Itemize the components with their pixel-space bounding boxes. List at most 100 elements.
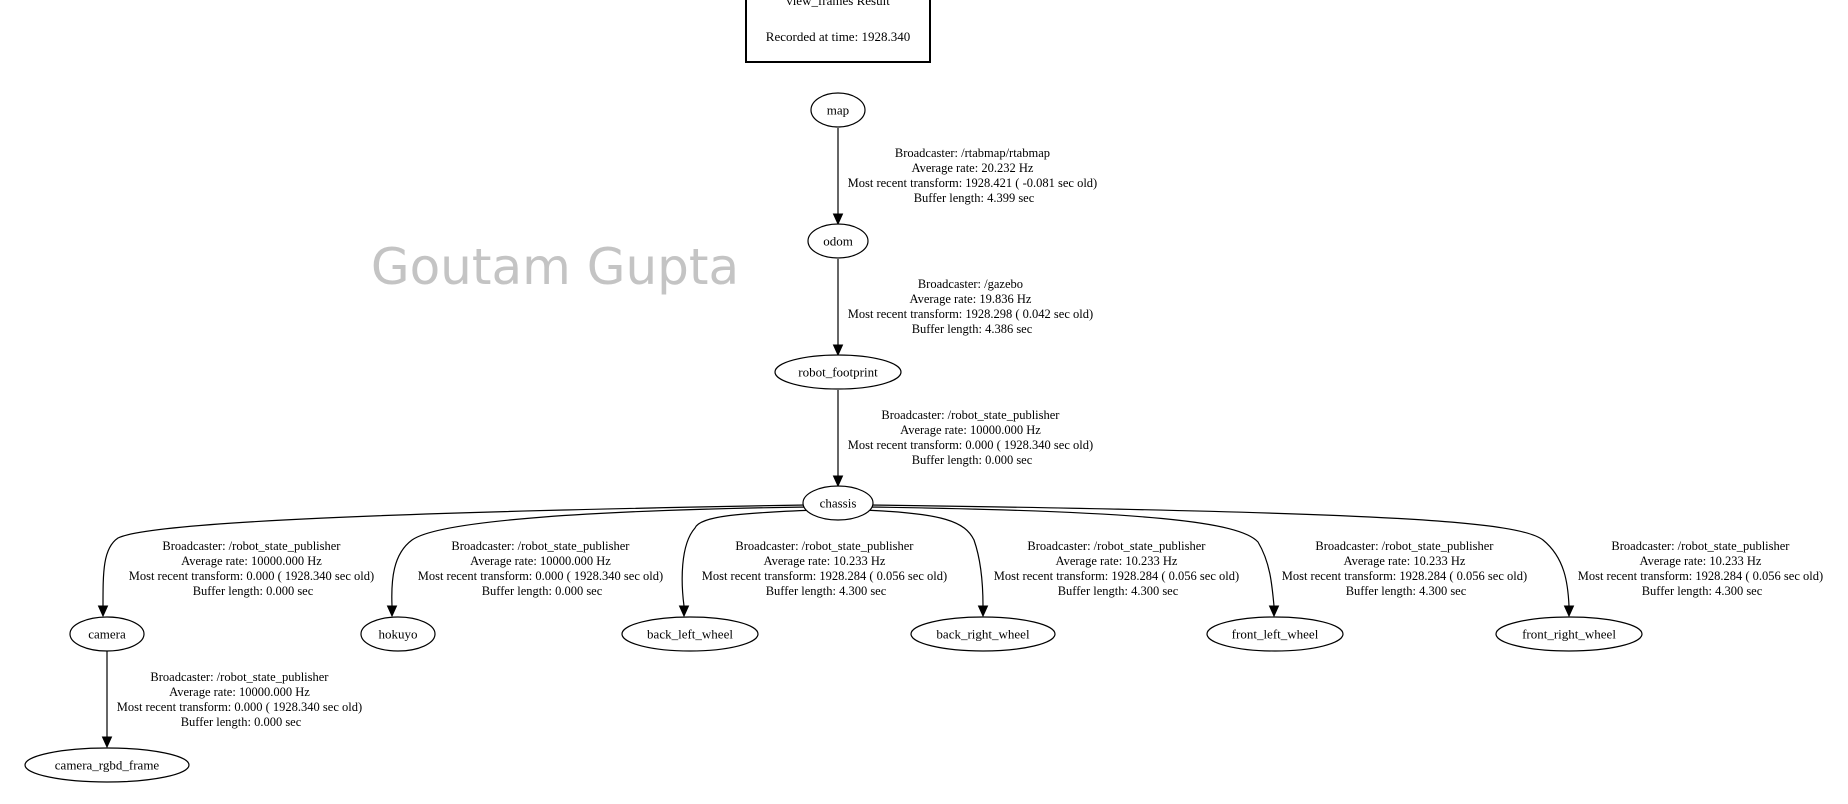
edge-label-line: Most recent transform: 1928.298 ( 0.042 … bbox=[848, 307, 1093, 321]
node-label: robot_footprint bbox=[798, 365, 878, 380]
edge-label-line: Average rate: 10.233 Hz bbox=[763, 554, 885, 568]
edge-label-line: Buffer length: 0.000 sec bbox=[193, 584, 314, 598]
node-label: camera_rgbd_frame bbox=[55, 758, 160, 773]
node-label: front_left_wheel bbox=[1232, 627, 1319, 642]
edge-label-line: Buffer length: 0.000 sec bbox=[912, 453, 1033, 467]
edge-label-line: Most recent transform: 0.000 ( 1928.340 … bbox=[848, 438, 1093, 452]
arrowhead-chassis-camera bbox=[97, 605, 109, 618]
node-odom[interactable]: odom bbox=[807, 223, 869, 259]
edge-chassis-hokuyo bbox=[391, 506, 809, 607]
edge-label-line: Average rate: 10.233 Hz bbox=[1055, 554, 1177, 568]
arrowhead-chassis-back_right_wheel bbox=[977, 605, 989, 618]
nodes-group: map odom robot_footprint chassis camera … bbox=[24, 92, 1643, 783]
edge-label-chassis-camera: Broadcaster: /robot_state_publisher Aver… bbox=[129, 539, 378, 598]
edge-label-line: Broadcaster: /robot_state_publisher bbox=[150, 670, 329, 684]
node-label: front_right_wheel bbox=[1522, 627, 1616, 642]
header-title: view_frames Result bbox=[786, 0, 890, 8]
edge-label-line: Broadcaster: /robot_state_publisher bbox=[735, 539, 914, 553]
node-robot_footprint[interactable]: robot_footprint bbox=[774, 354, 902, 390]
node-label: chassis bbox=[820, 496, 857, 511]
edge-label-line: Most recent transform: 1928.421 ( -0.081… bbox=[848, 176, 1098, 190]
edge-label-chassis-hokuyo: Broadcaster: /robot_state_publisher Aver… bbox=[418, 539, 667, 598]
edge-chassis-front_right_wheel bbox=[868, 504, 1570, 607]
edge-label-line: Buffer length: 4.386 sec bbox=[912, 322, 1033, 336]
edge-label-robot_footprint-chassis: Broadcaster: /robot_state_publisher Aver… bbox=[848, 408, 1097, 467]
edge-label-line: Most recent transform: 1928.284 ( 0.056 … bbox=[1282, 569, 1527, 583]
edge-chassis-back_right_wheel bbox=[860, 509, 984, 607]
node-label: map bbox=[827, 103, 849, 118]
node-label: camera bbox=[88, 627, 126, 642]
node-label: odom bbox=[823, 234, 853, 249]
node-ellipse bbox=[24, 747, 190, 783]
header-box-frame bbox=[745, 0, 931, 63]
edge-label-line: Average rate: 10000.000 Hz bbox=[181, 554, 322, 568]
arrowhead-odom-robot_footprint bbox=[832, 344, 844, 357]
node-chassis[interactable]: chassis bbox=[802, 485, 874, 521]
edge-label-line: Buffer length: 4.300 sec bbox=[1346, 584, 1467, 598]
edge-label-line: Buffer length: 4.300 sec bbox=[1642, 584, 1763, 598]
edge-label-line: Average rate: 10.233 Hz bbox=[1639, 554, 1761, 568]
watermark-text: Goutam Gupta bbox=[371, 238, 739, 296]
edge-label-line: Broadcaster: /robot_state_publisher bbox=[1315, 539, 1494, 553]
node-back_left_wheel[interactable]: back_left_wheel bbox=[621, 616, 759, 652]
edge-label-chassis-front_left_wheel: Broadcaster: /robot_state_publisher Aver… bbox=[1282, 539, 1531, 598]
edge-label-chassis-back_left_wheel: Broadcaster: /robot_state_publisher Aver… bbox=[702, 539, 951, 598]
arrowhead-chassis-front_left_wheel bbox=[1268, 605, 1280, 618]
node-ellipse bbox=[360, 616, 436, 652]
edge-chassis-back_left_wheel bbox=[681, 509, 816, 607]
edge-label-line: Average rate: 19.836 Hz bbox=[909, 292, 1031, 306]
node-front_right_wheel[interactable]: front_right_wheel bbox=[1495, 616, 1643, 652]
edge-label-line: Buffer length: 4.300 sec bbox=[1058, 584, 1179, 598]
edge-chassis-camera bbox=[102, 504, 807, 607]
arrowhead-chassis-hokuyo bbox=[386, 605, 398, 618]
edge-label-line: Buffer length: 0.000 sec bbox=[482, 584, 603, 598]
node-front_left_wheel[interactable]: front_left_wheel bbox=[1206, 616, 1344, 652]
edge-label-line: Average rate: 10000.000 Hz bbox=[900, 423, 1041, 437]
edge-label-line: Most recent transform: 0.000 ( 1928.340 … bbox=[418, 569, 663, 583]
edge-label-line: Most recent transform: 1928.284 ( 0.056 … bbox=[994, 569, 1239, 583]
arrowhead-robot_footprint-chassis bbox=[832, 475, 844, 488]
edge-label-odom-robot_footprint: Broadcaster: /gazebo Average rate: 19.83… bbox=[848, 277, 1097, 336]
node-ellipse bbox=[807, 223, 869, 259]
node-camera_rgbd_frame[interactable]: camera_rgbd_frame bbox=[24, 747, 190, 783]
node-ellipse bbox=[774, 354, 902, 390]
edge-label-line: Average rate: 10.233 Hz bbox=[1343, 554, 1465, 568]
edge-label-line: Broadcaster: /robot_state_publisher bbox=[451, 539, 630, 553]
edge-label-line: Buffer length: 0.000 sec bbox=[181, 715, 302, 729]
edge-label-camera-camera_rgbd_frame: Broadcaster: /robot_state_publisher Aver… bbox=[117, 670, 366, 729]
edge-label-line: Broadcaster: /robot_state_publisher bbox=[881, 408, 1060, 422]
header-box: view_frames Result Recorded at time: 192… bbox=[745, 0, 931, 63]
arrowhead-camera-camera_rgbd_frame bbox=[101, 736, 113, 749]
edge-label-line: Average rate: 20.232 Hz bbox=[911, 161, 1033, 175]
arrowhead-map-odom bbox=[832, 213, 844, 226]
edge-label-line: Broadcaster: /robot_state_publisher bbox=[1027, 539, 1206, 553]
arrowhead-chassis-front_right_wheel bbox=[1563, 605, 1575, 618]
edge-label-line: Broadcaster: /rtabmap/rtabmap bbox=[895, 146, 1050, 160]
edge-chassis-front_left_wheel bbox=[867, 506, 1275, 607]
edge-label-chassis-front_right_wheel: Broadcaster: /robot_state_publisher Aver… bbox=[1578, 539, 1827, 598]
node-label: back_left_wheel bbox=[647, 627, 733, 642]
node-ellipse bbox=[910, 616, 1056, 652]
edge-label-line: Broadcaster: /robot_state_publisher bbox=[1611, 539, 1790, 553]
node-back_right_wheel[interactable]: back_right_wheel bbox=[910, 616, 1056, 652]
edge-label-line: Most recent transform: 1928.284 ( 0.056 … bbox=[702, 569, 947, 583]
edge-labels-group: Broadcaster: /rtabmap/rtabmap Average ra… bbox=[117, 146, 1827, 729]
edge-label-line: Most recent transform: 1928.284 ( 0.056 … bbox=[1578, 569, 1823, 583]
arrowhead-chassis-back_left_wheel bbox=[678, 605, 690, 618]
edge-label-chassis-back_right_wheel: Broadcaster: /robot_state_publisher Aver… bbox=[994, 539, 1243, 598]
node-ellipse bbox=[621, 616, 759, 652]
node-ellipse bbox=[1206, 616, 1344, 652]
edges-group bbox=[97, 128, 1575, 749]
node-camera[interactable]: camera bbox=[69, 616, 145, 652]
node-ellipse bbox=[1495, 616, 1643, 652]
node-map[interactable]: map bbox=[810, 92, 866, 128]
edge-label-line: Broadcaster: /gazebo bbox=[918, 277, 1023, 291]
node-hokuyo[interactable]: hokuyo bbox=[360, 616, 436, 652]
edge-label-line: Buffer length: 4.399 sec bbox=[914, 191, 1035, 205]
edge-label-line: Average rate: 10000.000 Hz bbox=[169, 685, 310, 699]
node-label: back_right_wheel bbox=[936, 627, 1030, 642]
edge-label-line: Most recent transform: 0.000 ( 1928.340 … bbox=[129, 569, 374, 583]
header-recorded-time: Recorded at time: 1928.340 bbox=[766, 29, 910, 44]
node-ellipse bbox=[810, 92, 866, 128]
node-ellipse bbox=[802, 485, 874, 521]
